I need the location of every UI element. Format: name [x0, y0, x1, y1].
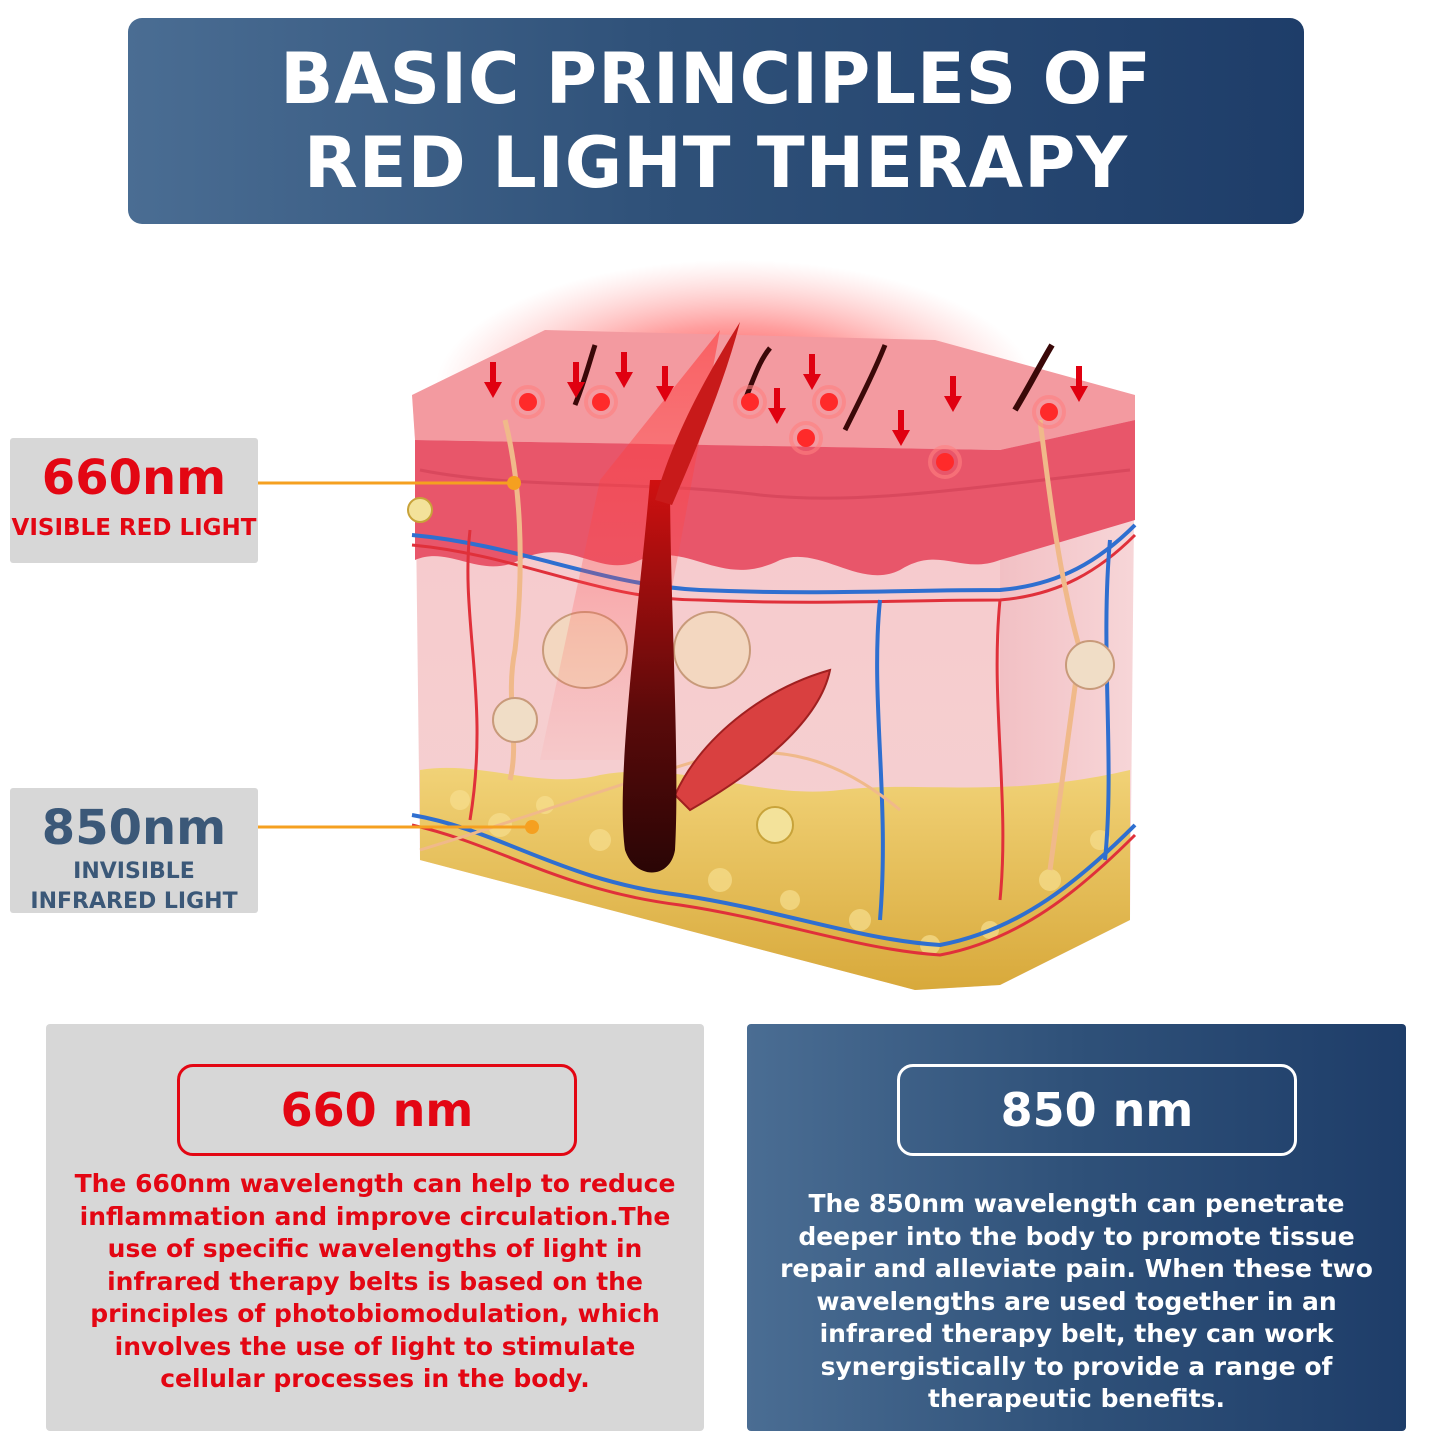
hair-follicle: [622, 480, 677, 873]
connector-850-dot: [525, 820, 539, 834]
epidermis-layer: [415, 420, 1135, 576]
pacinian-corpuscle-small: [407, 497, 433, 523]
blood-vessel-vertical-4: [995, 599, 1005, 901]
hair-5: [1012, 343, 1055, 412]
label-850-wavelength: 850nm: [41, 800, 227, 856]
label-660-wavelength: 660nm: [41, 450, 227, 506]
hair-4: [842, 344, 888, 432]
epidermis-top: [412, 330, 1135, 450]
hair-3: [742, 346, 772, 401]
red-light-glow: [435, 260, 1035, 520]
label-850nm: 850nm INVISIBLE INFRARED LIGHT: [10, 788, 258, 914]
nerve-left: [502, 419, 523, 781]
panel-850nm: 850 nm The 850nm wavelength can penetrat…: [747, 1024, 1406, 1431]
panel-660-heading: 660 nm: [177, 1064, 577, 1156]
blood-vessel-vertical-2: [1103, 539, 1112, 861]
sweat-gland-left: [492, 697, 538, 743]
down-arrows: [484, 352, 1088, 446]
panel-850-heading: 850 nm: [897, 1064, 1297, 1156]
label-850-description-line1: INVISIBLE: [73, 859, 195, 884]
label-660nm: 660nm VISIBLE RED LIGHT: [10, 438, 258, 563]
page-title: BASIC PRINCIPLES OF RED LIGHT THERAPY: [280, 38, 1152, 204]
blood-vessel-vertical-1: [875, 599, 885, 921]
sweat-gland-right: [1065, 640, 1115, 690]
skin-block-front: [415, 440, 1000, 990]
blood-vessel-vertical-3: [466, 529, 479, 821]
hair-shaft: [655, 322, 740, 505]
light-beam: [540, 330, 720, 760]
blood-vessel-red-top: [411, 533, 1137, 604]
sebaceous-gland-left: [542, 611, 628, 689]
label-850-description-line2: INFRARED LIGHT: [30, 889, 238, 914]
hair-2: [572, 344, 598, 406]
pacinian-corpuscle: [756, 806, 794, 844]
skin-block-side: [1000, 415, 1135, 985]
label-660-description: VISIBLE RED LIGHT: [11, 515, 257, 541]
light-dot-halos: [511, 385, 1066, 479]
arrector-muscle: [673, 668, 832, 812]
panel-850-text: The 850nm wavelength can penetrate deepe…: [780, 1189, 1373, 1413]
light-dots: [519, 393, 1058, 471]
connector-660-dot: [507, 476, 521, 490]
title-banner: BASIC PRINCIPLES OF RED LIGHT THERAPY: [128, 18, 1304, 224]
nerve-lower: [419, 750, 901, 852]
fat-layer: [420, 767, 1130, 990]
blood-vessel-blue-top: [411, 523, 1137, 595]
fat-cells: [450, 790, 1110, 955]
nerve-right: [1037, 419, 1083, 871]
panel-660-text: The 660nm wavelength can help to reduce …: [74, 1169, 676, 1393]
blood-vessel-red-bottom: [411, 823, 1137, 957]
dermis-texture: [419, 468, 1131, 500]
sebaceous-gland-right: [673, 611, 751, 689]
blood-vessel-blue-bottom: [411, 813, 1137, 948]
panel-660nm: 660 nm The 660nm wavelength can help to …: [46, 1024, 704, 1431]
